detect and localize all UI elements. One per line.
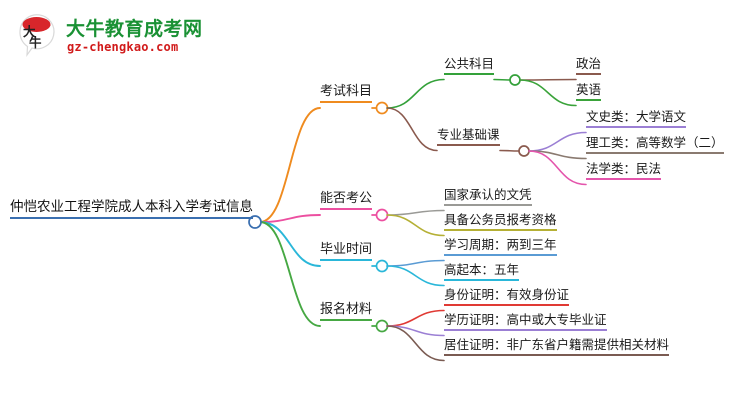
site-logo: 大 牛 大牛教育成考网 gz-chengkao.com bbox=[14, 8, 204, 64]
logo-url-text: gz-chengkao.com bbox=[67, 40, 179, 54]
mindmap-branch-2[interactable]: 能否考公 bbox=[320, 191, 373, 211]
mindmap-leaf-1-2-3[interactable]: 法学类：民法 bbox=[586, 162, 662, 180]
svg-text:牛: 牛 bbox=[29, 35, 42, 50]
mindmap-leaf-1-2-1[interactable]: 文史类：大学语文 bbox=[586, 110, 687, 128]
logo-brand-text: 大牛教育成考网 bbox=[66, 18, 203, 40]
da-niu-speech-bubble-logo-icon: 大 牛 bbox=[14, 12, 60, 58]
mindmap-branch-3[interactable]: 毕业时间 bbox=[320, 242, 373, 262]
mindmap-subnode-2-2[interactable]: 具备公务员报考资格 bbox=[444, 213, 557, 231]
mindmap-leaf-1-2-2[interactable]: 理工类：高等数学（二） bbox=[586, 136, 724, 154]
mindmap-leaf-1-1-1[interactable]: 政治 bbox=[576, 57, 602, 75]
mindmap-leaf-1-1-2[interactable]: 英语 bbox=[576, 83, 602, 101]
mindmap-subnode-3-2[interactable]: 高起本：五年 bbox=[444, 263, 520, 281]
mindmap-subnode-1-1[interactable]: 公共科目 bbox=[444, 57, 495, 75]
mindmap-subnode-1-2[interactable]: 专业基础课 bbox=[437, 128, 500, 146]
mindmap-subnode-3-1[interactable]: 学习周期：两到三年 bbox=[444, 238, 557, 256]
mindmap-subnode-4-1[interactable]: 身份证明：有效身份证 bbox=[444, 288, 570, 306]
mindmap-root-node[interactable]: 仲恺农业工程学院成人本科入学考试信息 bbox=[10, 200, 253, 219]
svg-text:大: 大 bbox=[23, 24, 36, 39]
mindmap-branch-4[interactable]: 报名材料 bbox=[320, 302, 373, 322]
mindmap-subnode-4-2[interactable]: 学历证明：高中或大专毕业证 bbox=[444, 313, 607, 331]
mindmap-subnode-2-1[interactable]: 国家承认的文凭 bbox=[444, 188, 532, 206]
mindmap-subnode-4-3[interactable]: 居住证明：非广东省户籍需提供相关材料 bbox=[444, 338, 670, 356]
mindmap-branch-1[interactable]: 考试科目 bbox=[320, 84, 373, 104]
